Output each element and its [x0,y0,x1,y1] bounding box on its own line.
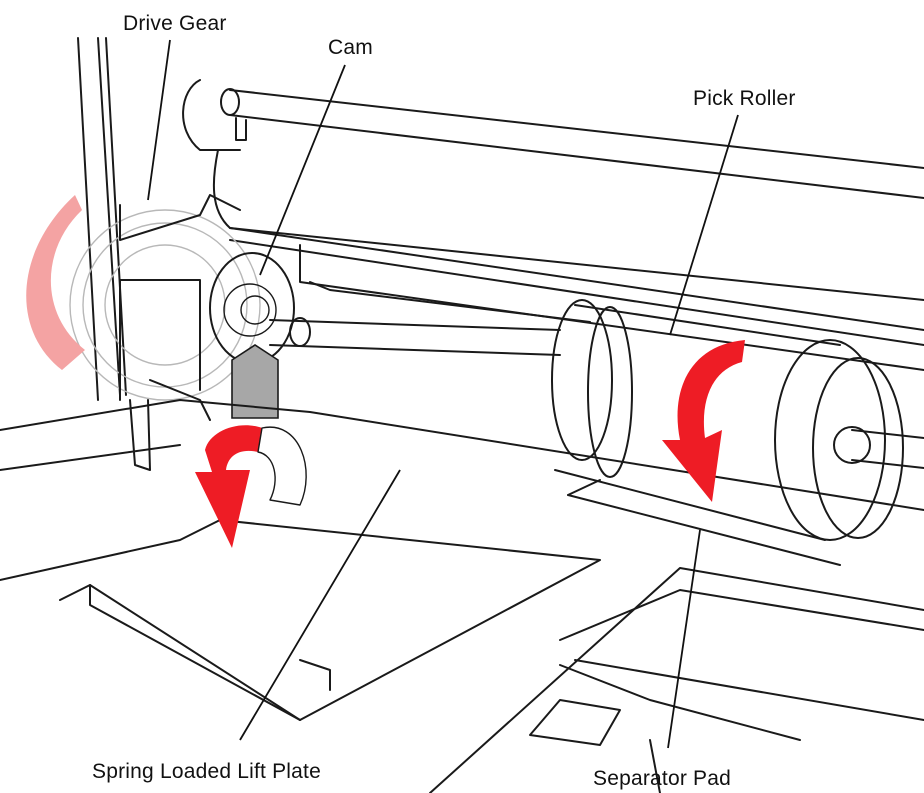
label-separator-pad: Separator Pad [593,767,731,790]
drive-gear-rotation-arrow [26,195,85,370]
label-pick-roller: Pick Roller [693,87,796,110]
label-cam: Cam [328,36,373,59]
separator-pad [567,479,841,566]
lift-plate-motion-arrow [195,425,262,548]
pick-roller-rotation-arrow [662,340,745,502]
lift-plate [0,399,924,721]
cam-follower [231,344,279,419]
pick-roller [551,299,924,541]
leader-lines [147,39,739,749]
cam [209,252,561,364]
label-drive-gear: Drive Gear [123,12,227,35]
lower-tray [429,567,924,793]
upper-frame [77,37,924,401]
label-spring-loaded-lift-plate: Spring Loaded Lift Plate [92,760,321,783]
